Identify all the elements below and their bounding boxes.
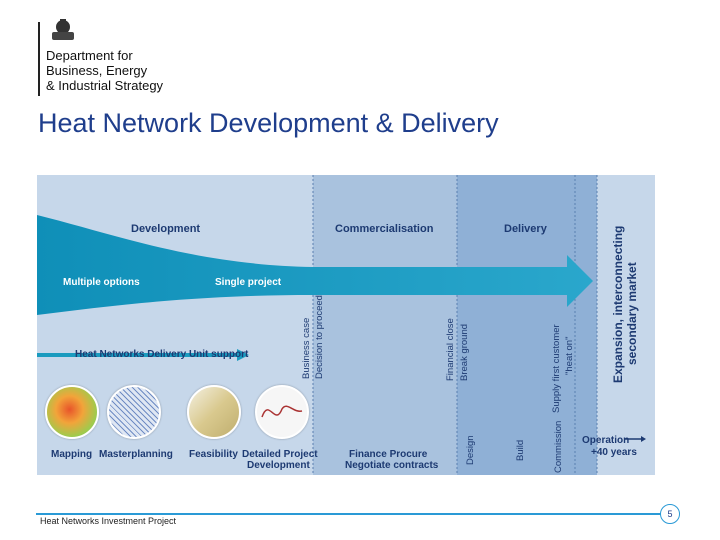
logo-bar — [38, 22, 40, 96]
feasibility-image — [187, 385, 241, 439]
detailed-project-image — [255, 385, 309, 439]
milestone-break-ground: Break ground — [459, 323, 470, 381]
mapping-image — [45, 385, 99, 439]
support-arrow-head — [237, 349, 249, 361]
page-number: 5 — [660, 504, 680, 524]
milestone-supply-first: Supply first customer — [551, 324, 562, 413]
stage-masterplanning: Masterplanning — [99, 449, 173, 460]
phase-delivery: Delivery — [504, 223, 547, 235]
stage-feasibility: Feasibility — [189, 449, 238, 460]
footer-divider — [36, 513, 661, 515]
label-multiple-options: Multiple options — [63, 277, 140, 288]
masterplanning-image — [107, 385, 161, 439]
stage-finance-1: Finance Procure — [349, 449, 428, 460]
stage-operation-2: +40 years — [591, 447, 637, 458]
footer-text: Heat Networks Investment Project — [40, 516, 177, 526]
operation-band — [597, 175, 655, 475]
label-single-project: Single project — [215, 277, 282, 288]
phase-commercialisation: Commercialisation — [335, 223, 434, 235]
graph-icon — [261, 405, 303, 418]
milestone-expansion: Expansion, interconnecting — [611, 225, 625, 383]
stage-mapping: Mapping — [51, 449, 93, 460]
process-diagram: Development Commercialisation Delivery M… — [37, 175, 655, 475]
page-title: Heat Network Development & Delivery — [38, 108, 499, 138]
department-name: Department for Business, Energy & Indust… — [46, 48, 163, 93]
milestone-decision: Decision to proceed — [314, 295, 325, 379]
stage-detailed-1: Detailed Project — [242, 449, 318, 460]
logo-line-2: Business, Energy — [46, 63, 148, 78]
milestone-heat-on: "heat on" — [564, 336, 575, 375]
main-arrow — [37, 215, 593, 315]
stage-design: Design — [465, 435, 476, 465]
logo-line-3: & Industrial Strategy — [46, 78, 164, 93]
stage-commission: Commission — [553, 420, 564, 473]
milestone-financial-close: Financial close — [445, 318, 456, 381]
diagram-graphic — [37, 175, 655, 475]
stage-build: Build — [515, 439, 526, 461]
milestone-business-case: Business case — [301, 317, 312, 379]
stage-finance-2: Negotiate contracts — [345, 460, 439, 471]
bei-logo: Department for Business, Energy & Indust… — [38, 18, 188, 98]
royal-crest-icon — [52, 19, 74, 40]
stage-operation-1: Operation — [582, 435, 630, 446]
milestone-secondary-market: secondary market — [625, 262, 639, 365]
logo-line-1: Department for — [46, 48, 133, 63]
delivery-band — [457, 175, 597, 475]
stage-detailed-2: Development — [247, 460, 310, 471]
phase-development: Development — [131, 223, 201, 235]
label-support: Heat Networks Delivery Unit support — [75, 349, 249, 360]
commercialisation-band — [313, 175, 457, 475]
